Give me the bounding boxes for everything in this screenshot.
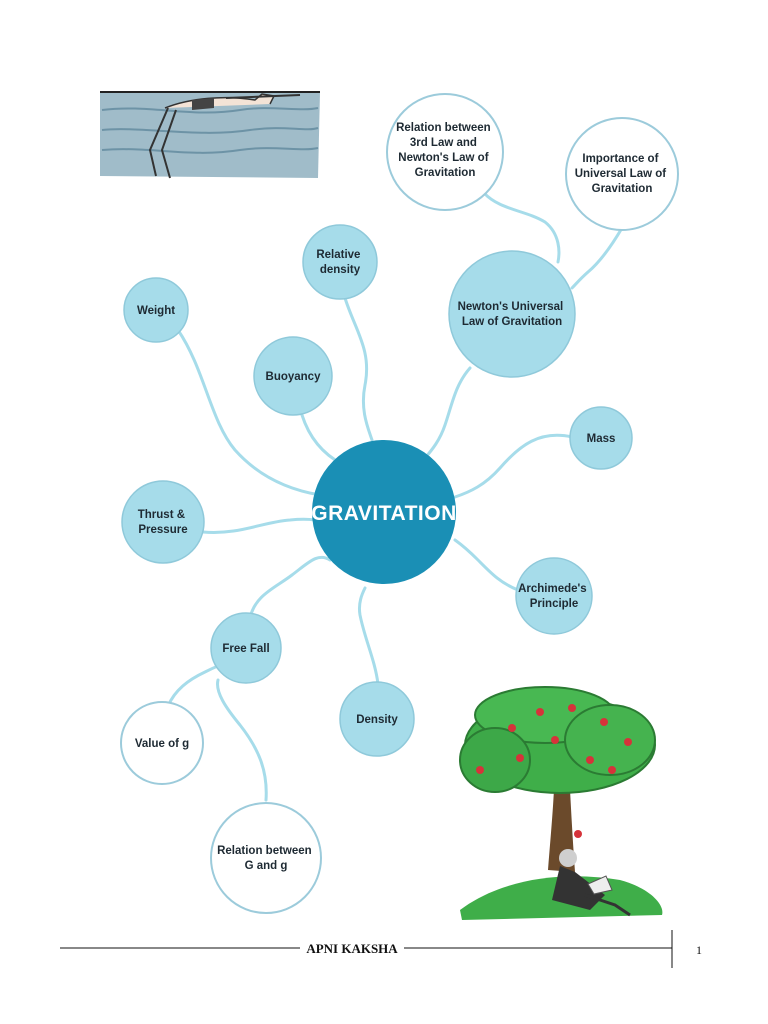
page-number: 1 xyxy=(696,943,702,957)
floating-swimmer-illustration xyxy=(100,91,320,179)
connectors xyxy=(166,191,624,802)
node-weight-line-1: Weight xyxy=(137,305,175,317)
node-mass-line-1: Mass xyxy=(587,433,616,445)
node-archimedes: Archimede's Principle xyxy=(515,557,593,635)
node-relative-density-line-2: density xyxy=(320,264,361,276)
node-importance-label: Importance of Universal Law of Gravitati… xyxy=(575,153,670,195)
connector-newtons-law xyxy=(423,366,472,460)
node-importance-line-1: Importance of xyxy=(582,153,658,165)
node-weight: Weight xyxy=(123,277,189,343)
node-relation-G-g-label: Relation between G and g xyxy=(217,845,315,872)
node-buoyancy-line-1: Buoyancy xyxy=(266,371,322,383)
node-density: Density xyxy=(339,681,415,757)
node-density-label: Density xyxy=(356,714,398,726)
node-relative-density: Relative density xyxy=(302,224,378,300)
connector-free-fall xyxy=(248,555,332,620)
node-relation-G-g-line-2: G and g xyxy=(245,860,288,872)
node-buoyancy: Buoyancy xyxy=(253,336,333,416)
footer: APNI KAKSHA 1 xyxy=(60,930,702,968)
connector-mass xyxy=(453,433,574,499)
node-mass: Mass xyxy=(569,406,633,470)
node-relation-G-g-line-1: Relation between xyxy=(217,845,312,857)
central-node-label: GRAVITATION xyxy=(311,502,457,525)
node-density-line-1: Density xyxy=(356,714,398,726)
node-mass-label: Mass xyxy=(587,433,616,445)
node-importance-line-2: Universal Law of xyxy=(575,168,667,180)
connector-weight xyxy=(176,328,322,497)
central-node: GRAVITATION xyxy=(311,440,457,584)
node-thrust-pressure-line-1: Thrust & xyxy=(138,509,185,521)
node-archimedes-line-1: Archimede's xyxy=(518,583,587,595)
node-relation-3rd-law-line-2: 3rd Law and xyxy=(410,137,477,149)
connector-relation-G-g xyxy=(216,678,268,802)
connector-relative-density xyxy=(343,296,374,442)
apple-tree-newton-illustration xyxy=(459,686,663,920)
node-value-of-g-line-1: Value of g xyxy=(135,738,189,750)
node-newtons-law: Newton's Universal Law of Gravitation xyxy=(448,250,576,378)
node-importance: Importance of Universal Law of Gravitati… xyxy=(565,117,679,231)
node-free-fall-line-1: Free Fall xyxy=(222,643,269,655)
footer-brand: APNI KAKSHA xyxy=(306,941,398,956)
node-importance-line-3: Gravitation xyxy=(592,183,653,195)
node-thrust-pressure: Thrust & Pressure xyxy=(121,480,205,564)
node-free-fall: Free Fall xyxy=(210,612,282,684)
node-thrust-pressure-line-2: Pressure xyxy=(138,524,187,536)
node-newtons-law-line-2: Law of Gravitation xyxy=(462,316,562,328)
node-relative-density-label: Relative density xyxy=(316,249,363,276)
connector-thrust xyxy=(201,517,317,534)
node-relation-3rd-law-line-1: Relation between xyxy=(396,122,491,134)
connector-density xyxy=(358,586,380,686)
node-free-fall-label: Free Fall xyxy=(222,643,269,655)
connector-buoyancy xyxy=(300,413,344,466)
connector-archimedes xyxy=(453,538,520,592)
node-thrust-pressure-label: Thrust & Pressure xyxy=(138,509,188,536)
node-relation-3rd-law-line-3: Newton's Law of xyxy=(398,152,488,164)
node-relation-G-g: Relation between G and g xyxy=(210,802,322,914)
connector-relation-3rd-law xyxy=(482,191,561,264)
node-relation-3rd-law: Relation between 3rd Law and Newton's La… xyxy=(386,93,504,211)
node-value-of-g-label: Value of g xyxy=(135,738,189,750)
node-relation-3rd-law-label: Relation between 3rd Law and Newton's La… xyxy=(396,122,494,179)
node-weight-label: Weight xyxy=(137,305,175,317)
connector-importance xyxy=(570,226,624,290)
node-value-of-g: Value of g xyxy=(120,701,204,785)
node-archimedes-line-2: Principle xyxy=(530,598,579,610)
node-newtons-law-line-1: Newton's Universal xyxy=(458,301,564,313)
node-buoyancy-label: Buoyancy xyxy=(266,371,322,383)
node-newtons-law-label: Newton's Universal Law of Gravitation xyxy=(458,301,567,328)
node-relative-density-line-1: Relative xyxy=(316,249,360,261)
node-archimedes-label: Archimede's Principle xyxy=(518,583,590,610)
node-relation-3rd-law-line-4: Gravitation xyxy=(415,167,476,179)
